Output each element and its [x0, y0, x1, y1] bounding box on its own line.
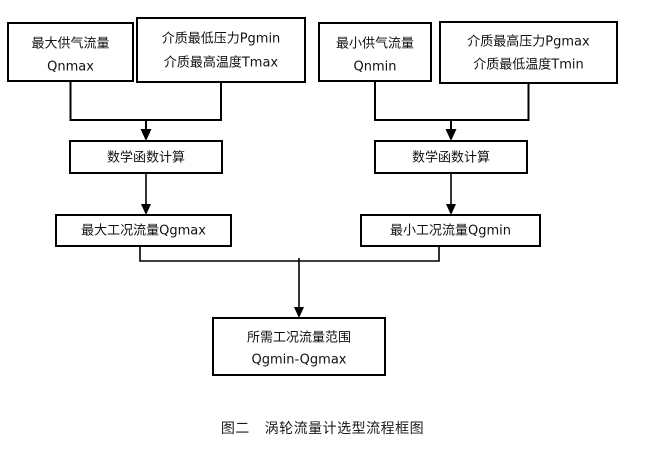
node-max-supply-flow-line2: Qnmax	[47, 60, 94, 75]
node-min-supply-flow-box	[318, 22, 432, 82]
node-math-calc-right: 数学函数计算	[374, 140, 528, 174]
node-math-calc-left: 数学函数计算	[69, 140, 223, 174]
node-required-flow-range-line2: Qgmin-Qgmax	[252, 353, 347, 368]
node-math-calc-right-label: 数学函数计算	[412, 150, 490, 166]
node-max-pressure-min-temp-line2: 介质最低温度Tmin	[473, 57, 583, 73]
node-max-supply-flow-box	[7, 22, 134, 82]
node-max-working-flow-box	[55, 214, 232, 247]
arrowhead-math-left-down	[141, 204, 151, 215]
connector-math-right-to-min-flow	[446, 173, 456, 215]
node-required-flow-range-line1: 所需工况流量范围	[247, 331, 351, 346]
connector-bottom-merge	[139, 246, 440, 318]
node-min-working-flow-box	[360, 214, 541, 247]
connector-left-merge-to-math	[69, 81, 222, 141]
node-math-calc-left-label: 数学函数计算	[107, 150, 185, 166]
connector-right-merge-to-math	[374, 81, 530, 141]
node-max-pressure-min-temp-line1: 介质最高压力Pgmax	[467, 34, 590, 50]
node-math-calc-right-box	[374, 140, 528, 174]
node-min-working-flow: 最小工况流量Qgmin	[360, 214, 541, 247]
node-max-supply-flow: 最大供气流量 Qnmax	[7, 22, 134, 82]
node-min-pressure-max-temp-line2: 介质最高温度Tmax	[164, 55, 279, 71]
figure-caption: 图二 涡轮流量计选型流程框图	[220, 421, 425, 437]
node-max-supply-flow-line1: 最大供气流量	[31, 36, 109, 52]
node-min-pressure-max-temp-box	[136, 17, 306, 83]
node-required-flow-range-box	[212, 317, 386, 376]
arrowhead-right-to-math	[445, 129, 457, 141]
node-max-working-flow-label: 最大工况流量Qgmax	[81, 224, 206, 239]
node-min-supply-flow-line2: Qnmin	[354, 60, 397, 75]
node-min-pressure-max-temp: 介质最低压力Pgmin 介质最高温度Tmax	[136, 17, 306, 83]
node-min-supply-flow: 最小供气流量 Qnmin	[318, 22, 432, 82]
node-max-pressure-min-temp: 介质最高压力Pgmax 介质最低温度Tmin	[439, 21, 618, 84]
connector-math-left-to-max-flow	[141, 173, 151, 215]
node-min-pressure-max-temp-line1: 介质最低压力Pgmin	[162, 32, 281, 47]
node-max-pressure-min-temp-box	[439, 21, 618, 84]
node-required-flow-range: 所需工况流量范围 Qgmin-Qgmax	[212, 317, 386, 376]
arrowhead-left-to-math	[140, 129, 152, 141]
node-max-working-flow: 最大工况流量Qgmax	[55, 214, 232, 247]
node-min-working-flow-label: 最小工况流量Qgmin	[390, 224, 511, 239]
arrowhead-math-right-down	[446, 204, 456, 215]
node-min-supply-flow-line1: 最小供气流量	[336, 36, 414, 52]
arrowhead-bottom-down	[294, 307, 304, 318]
